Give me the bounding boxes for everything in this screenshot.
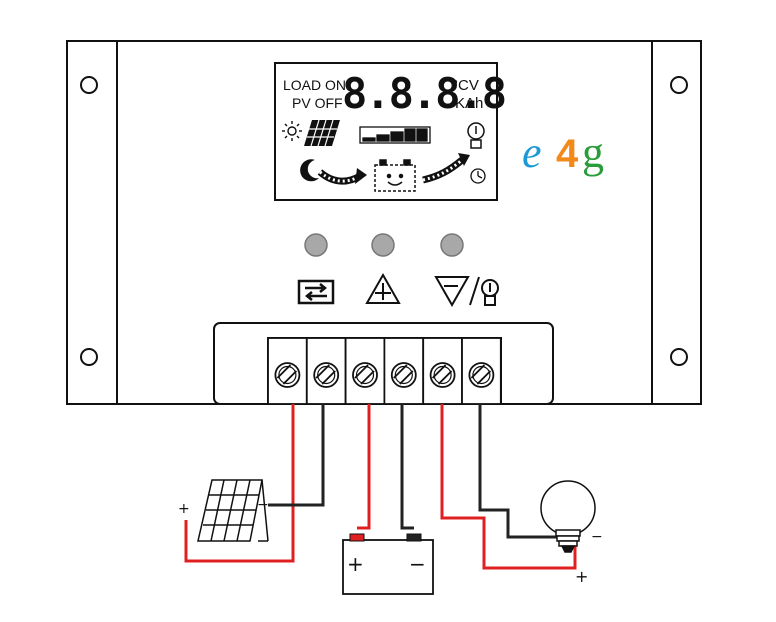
lcd-bulb-icon	[467, 122, 485, 149]
mounting-hole-top-right	[670, 76, 688, 94]
mounting-hole-top-left	[80, 76, 98, 94]
down-load-button[interactable]	[440, 233, 464, 257]
up-button[interactable]	[371, 233, 395, 257]
charge-arrow-icon	[317, 168, 367, 185]
solar-minus-sign: −	[257, 497, 269, 513]
logo-letter-g: g	[582, 128, 604, 177]
battery-minus-sign: −	[409, 552, 426, 576]
up-triangle-icon	[365, 272, 401, 304]
logo-letter-e: e	[522, 128, 542, 177]
pv-status-label: PV OFF	[292, 95, 343, 111]
terminal-battery-positive	[344, 337, 386, 405]
mounting-hole-bottom-right	[670, 348, 688, 366]
e4g-logo: e 4 g	[522, 128, 604, 177]
terminal-solar-positive	[267, 337, 308, 405]
cycle-icon	[297, 279, 335, 305]
mounting-hole-bottom-left	[80, 348, 98, 366]
load-positive-wire	[440, 404, 577, 570]
solar-negative-wire	[268, 404, 325, 507]
wiring	[184, 404, 577, 570]
logo-digit-4: 4	[556, 132, 579, 176]
unit-label-bottom: KAh	[455, 95, 483, 112]
terminal-load-positive	[422, 337, 463, 405]
down-triangle-bulb-icon	[434, 276, 499, 308]
lcd-solar-panel-icon	[304, 119, 340, 147]
battery-negative-wire	[400, 404, 414, 530]
lcd-display: LOAD ON PV OFF 8.8.8.8 °CV KAh	[274, 62, 507, 201]
battery-icon	[342, 533, 434, 595]
solar-plus-sign: +	[178, 501, 190, 517]
battery-plus-sign: +	[347, 552, 364, 576]
load-bulb-icon	[540, 480, 596, 553]
unit-label-top: °CV	[452, 77, 479, 94]
lcd-digits: 8.8.8.8	[342, 69, 505, 118]
clock-icon	[470, 168, 486, 184]
load-status-label: LOAD ON	[283, 77, 346, 93]
load-minus-sign: −	[591, 529, 603, 545]
solar-positive-wire	[184, 404, 295, 563]
battery-positive-wire	[357, 404, 371, 530]
terminal-battery-negative	[383, 337, 425, 405]
solar-panel-icon	[197, 479, 269, 542]
discharge-arrow-icon	[422, 153, 470, 184]
menu-button[interactable]	[304, 233, 328, 257]
lcd-battery-icon	[374, 159, 416, 192]
load-negative-wire	[478, 404, 560, 539]
moon-icon	[300, 159, 319, 182]
battery-level-icon	[359, 126, 431, 144]
terminal-load-negative	[461, 337, 502, 405]
sun-icon	[282, 121, 302, 141]
load-plus-sign: +	[575, 567, 588, 586]
terminal-solar-negative	[305, 337, 347, 405]
